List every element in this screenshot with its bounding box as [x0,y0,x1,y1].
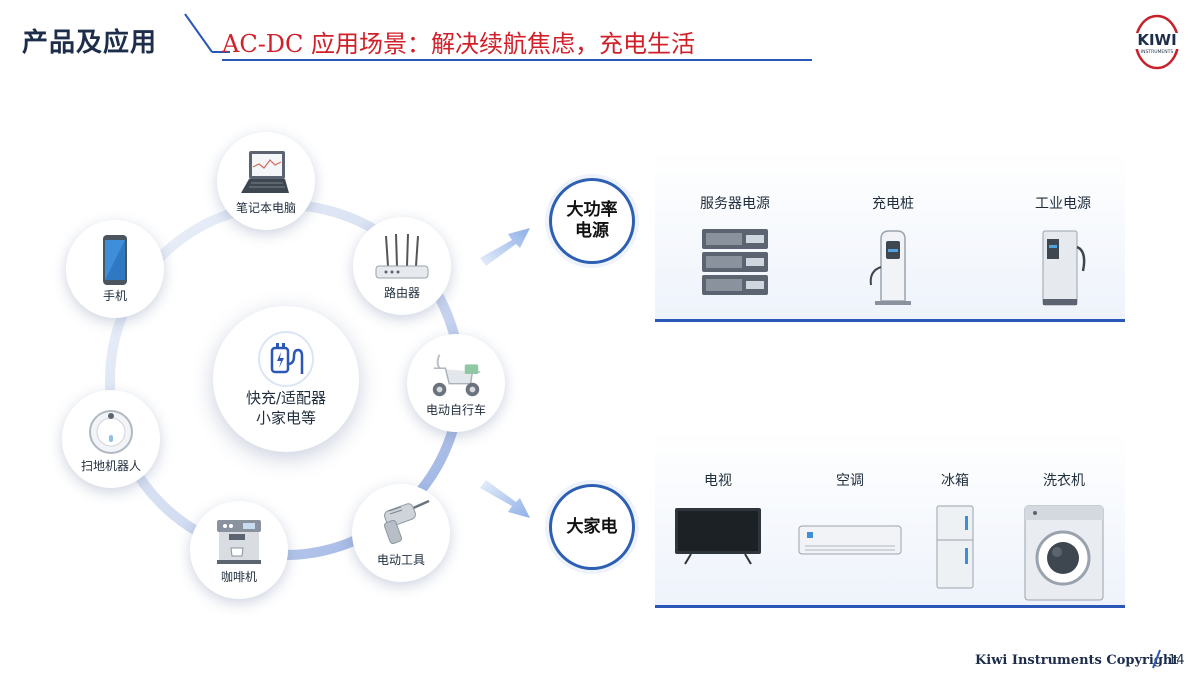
node-drill: 电动工具 [352,484,450,582]
item-industrial-power: 工业电源 [1018,193,1108,307]
node-label: 电动工具 [376,552,425,567]
node-label: 咖啡机 [220,569,257,584]
node-phone: 手机 [66,220,164,318]
item-label: 工业电源 [1035,196,1091,212]
robot-vacuum-icon [89,409,133,454]
subtitle-underline [222,59,812,61]
node-label: 笔记本电脑 [235,200,296,215]
item-label: 冰箱 [941,473,969,489]
node-router: 路由器 [353,217,451,315]
panel-high-power-baseline [655,319,1125,322]
node-label: 路由器 [383,285,420,300]
kiwi-logo: KIWI INSTRUMENTS [1128,14,1186,70]
industrial-power-icon [1042,230,1086,306]
power-drill-icon [383,499,430,544]
node-label: 手机 [102,288,127,303]
phone-icon [103,234,127,285]
page-subtitle: AC-DC 应用场景：解决续航焦虑，充电生活 [222,30,696,58]
item-washing-machine: 洗衣机 [1018,470,1110,602]
fridge-icon [936,505,974,589]
tv-icon [675,508,761,565]
item-ev-charger: 充电桩 [848,193,938,307]
page-number: 14 [1168,653,1185,668]
e-scooter-icon [432,353,481,396]
page-title: 产品及应用 [22,28,158,58]
center-hub: 快充/适配器 小家电等 [213,306,359,452]
item-tv: 电视 [672,470,764,568]
node-label: 扫地机器人 [80,458,141,473]
arrow-to-appliance [480,480,530,518]
server-rack-icon [702,229,768,295]
ev-charger-icon [869,230,911,305]
svg-text:KIWI: KIWI [1137,31,1176,49]
category-label: 大家电 [566,516,618,537]
item-label: 服务器电源 [700,196,770,212]
router-icon [375,233,429,278]
item-air-conditioner: 空调 [796,470,904,568]
category-appliance: 大家电 [549,484,635,570]
node-robot-vacuum: 扫地机器人 [62,390,160,488]
footer-divider [1152,649,1161,669]
washing-machine-icon [1024,505,1104,601]
category-high-power: 大功率 电源 [549,178,635,264]
item-label: 电视 [704,473,732,489]
air-conditioner-icon [798,525,902,555]
center-label-2: 小家电等 [255,409,316,427]
title-divider [184,13,230,53]
arrow-to-high-power [480,228,530,266]
category-label-1: 大功率 [566,200,618,220]
item-server-power: 服务器电源 [690,193,780,297]
item-label: 洗衣机 [1043,473,1085,489]
panel-appliance-baseline [655,605,1125,608]
node-laptop: 笔记本电脑 [217,132,315,230]
category-label-2: 电源 [575,221,609,241]
coffee-machine-icon [217,519,261,564]
item-label: 充电桩 [872,196,914,212]
node-label: 电动自行车 [425,402,486,417]
node-coffee: 咖啡机 [190,501,288,599]
center-label-1: 快充/适配器 [245,389,327,407]
charger-plug-icon [258,331,314,387]
svg-text:INSTRUMENTS: INSTRUMENTS [1141,49,1174,55]
node-ebike: 电动自行车 [407,334,505,432]
copyright-text: Kiwi Instruments Copyright [975,653,1179,668]
item-fridge: 冰箱 [925,470,985,590]
laptop-icon [241,150,289,193]
item-label: 空调 [836,473,864,489]
